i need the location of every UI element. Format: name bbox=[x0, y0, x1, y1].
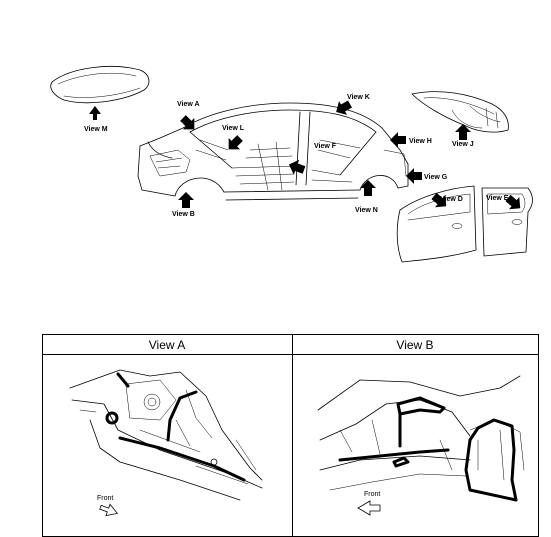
front-arrow-right-icon bbox=[99, 503, 119, 517]
detail-table bbox=[42, 334, 539, 537]
panel-title-view-a: View A bbox=[149, 338, 185, 352]
view-k-arrow bbox=[336, 100, 352, 115]
view-l-label: View L bbox=[222, 125, 245, 132]
view-j-arrow bbox=[455, 124, 471, 140]
view-d-arrow bbox=[431, 192, 447, 208]
panel-title-view-b: View B bbox=[396, 338, 433, 352]
view-g-arrow bbox=[406, 168, 422, 184]
view-a-detail-drawing bbox=[69, 369, 263, 501]
view-b-arrow bbox=[178, 192, 194, 208]
car-body-shell bbox=[137, 102, 409, 201]
view-h-arrow bbox=[390, 132, 406, 148]
view-n-arrow bbox=[360, 180, 376, 196]
view-j-label: View J bbox=[452, 141, 474, 148]
view-m-arrow bbox=[89, 106, 101, 120]
rear-door-part bbox=[481, 187, 533, 257]
view-e-arrow bbox=[505, 194, 521, 210]
view-e-label: View E bbox=[486, 195, 509, 202]
view-a-label: View A bbox=[177, 101, 200, 108]
view-a-arrow bbox=[180, 115, 195, 130]
view-b-detail-drawing bbox=[317, 375, 525, 502]
view-f-label: View F bbox=[314, 143, 337, 150]
front-label-view-a: Front bbox=[97, 495, 113, 502]
view-arrows bbox=[89, 100, 521, 210]
trunk-lid-part bbox=[411, 91, 509, 133]
front-label-view-b: Front bbox=[364, 491, 380, 498]
view-g-label: View G bbox=[424, 174, 448, 181]
view-k-label: View K bbox=[347, 94, 370, 101]
view-d-label: View D bbox=[440, 196, 463, 203]
view-n-label: View N bbox=[355, 207, 378, 214]
view-l-arrow bbox=[228, 135, 243, 150]
view-h-label: View H bbox=[409, 138, 432, 145]
front-arrow-left-icon bbox=[357, 500, 381, 516]
hood-part bbox=[50, 66, 150, 104]
view-f-arrow bbox=[288, 159, 306, 175]
view-m-label: View M bbox=[84, 126, 108, 133]
view-b-label: View B bbox=[172, 211, 195, 218]
